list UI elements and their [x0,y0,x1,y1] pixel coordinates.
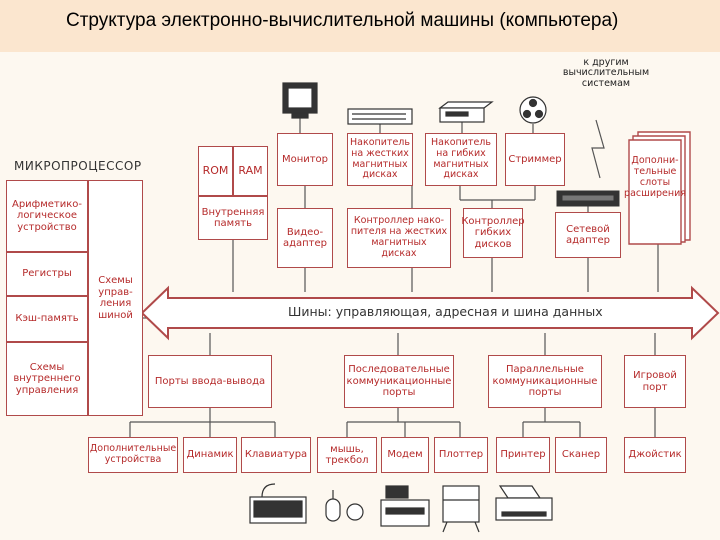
keyboard-box: Клавиатура [241,437,311,473]
cache-box: Кэш-память [6,296,88,342]
scanner-box: Сканер [555,437,607,473]
ram-box: RAM [233,146,268,196]
alu-box: Арифметико- логическое устройство [6,180,88,252]
mouse-box: мышь, трекбол [317,437,377,473]
modem-box: Модем [381,437,429,473]
floppy-drive-picture [438,101,494,123]
registers-box: Регистры [6,252,88,296]
parallel-ports-box: Параллельные коммуникационные порты [488,355,602,408]
serial-ports-box: Последовательные коммуникационные порты [344,355,454,408]
keyboard-picture [249,483,307,524]
internal-control-box: Схемы внутреннего управления [6,342,88,416]
fdd-controller-box: Контроллер гибких дисков [461,208,525,258]
expansion-slots-label: Дополни- тельные слоты расширения [624,155,686,199]
speaker-box: Динамик [183,437,237,473]
rom-box: ROM [198,146,233,196]
hdd-box: Накопитель на жестких магнитных дисках [347,133,413,186]
page-title: Структура электронно-вычислительной маши… [66,10,619,31]
expansion-slots-stack [628,131,691,245]
network-hub-picture [556,190,620,207]
game-port-box: Игровой порт [624,355,686,408]
bus-label: Шины: управляющая, адресная и шина данны… [288,304,603,319]
monitor-box: Монитор [277,133,333,186]
bus-arrow [140,285,720,341]
plotter-picture [442,485,480,533]
monitor-picture [282,82,318,119]
modem-picture [380,485,430,527]
printer-box: Принтер [496,437,550,473]
extra-devices-box: Дополнительные устройства [88,437,178,473]
streamer-picture [519,96,547,124]
printer-picture [495,485,553,521]
other-systems-label: к другим вычислительным системам [562,57,650,89]
microprocessor-label: МИКРОПРОЦЕССОР [14,159,142,173]
internal-memory-box: Внутренняя память [198,196,268,240]
hard-disk-picture [347,108,413,125]
streamer-box: Стриммер [505,133,565,186]
fdd-box: Накопитель на гибких магнитных дисках [425,133,497,186]
bus-control-box: Схемы управ- ления шиной [88,180,143,416]
plotter-box: Плоттер [434,437,488,473]
mouse-picture [325,490,364,522]
joystick-box: Джойстик [624,437,686,473]
title-band: Структура электронно-вычислительной маши… [0,0,720,52]
network-adapter-box: Сетевой адаптер [555,212,621,258]
video-adapter-box: Видео- адаптер [277,208,333,268]
io-ports-box: Порты ввода-вывода [148,355,272,408]
hdd-controller-box: Контроллер нако- пителя на жестких магни… [347,208,451,268]
